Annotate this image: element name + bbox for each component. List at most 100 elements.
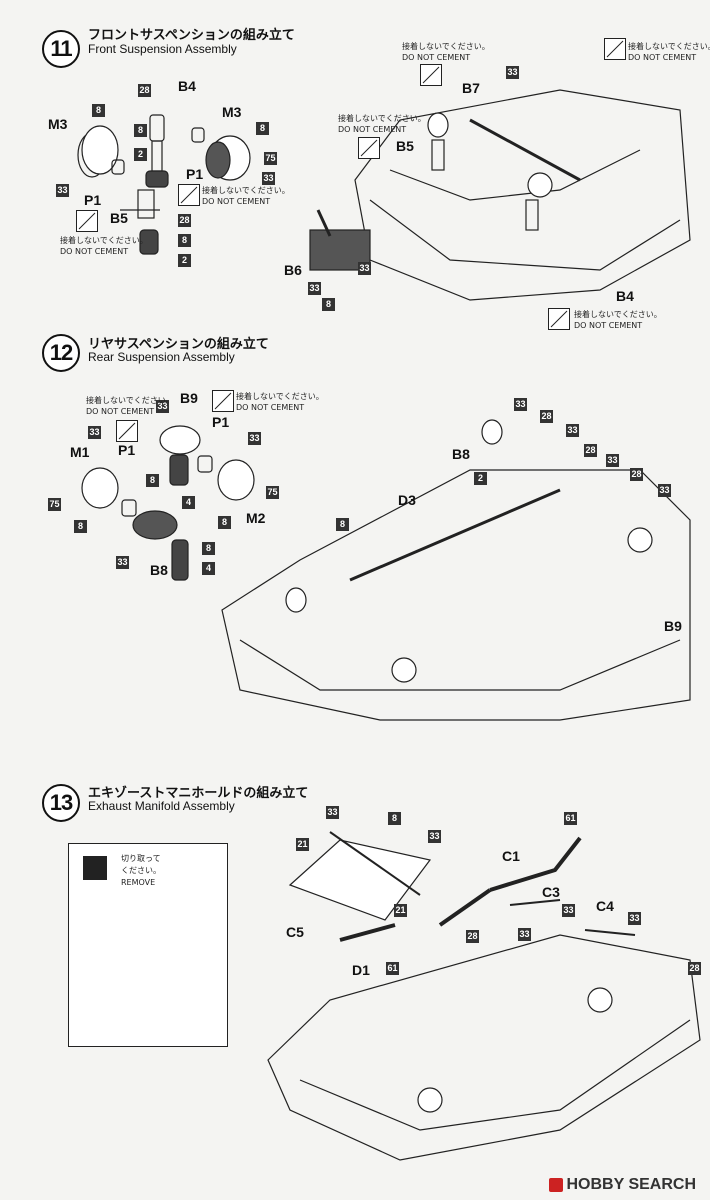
part-number-badge: 8 (322, 298, 335, 311)
engine-undercover-c5 (288, 839, 432, 921)
part-number-badge: 33 (562, 904, 575, 917)
part-label: B4 (616, 288, 634, 304)
no-glue-icon (178, 184, 200, 206)
note-en: DO NOT CEMENT (86, 407, 155, 416)
pin-p1 (191, 127, 205, 143)
part-label: C3 (542, 884, 560, 900)
part-number-badge: 4 (182, 496, 195, 509)
part-number-badge: 8 (388, 812, 401, 825)
part-label: B9 (664, 618, 682, 634)
no-glue-icon (604, 38, 626, 60)
note-en: DO NOT CEMENT (628, 53, 697, 62)
part-label: B5 (110, 210, 128, 226)
part-number-badge: 8 (336, 518, 349, 531)
part-number-badge: 33 (514, 398, 527, 411)
hobby-search-logo-icon (548, 1178, 563, 1192)
note-jp: 接着しないでください。 (402, 42, 490, 51)
part-label: M1 (70, 444, 90, 460)
no-glue-icon (116, 420, 138, 442)
part-label: C4 (596, 898, 614, 914)
note-en: DO NOT CEMENT (338, 125, 407, 134)
part-label: C1 (502, 848, 520, 864)
part-label: B5 (396, 138, 414, 154)
spring-b4 (145, 170, 169, 188)
step-title-jp: エキゾーストマニホールドの組み立て (88, 786, 309, 801)
note-jp: 接着しないでください。 (574, 310, 662, 319)
step-title-en: Front Suspension Assembly (88, 42, 237, 56)
no-glue-icon (358, 137, 380, 159)
part-number-badge: 33 (248, 432, 261, 445)
part-number-badge: 61 (386, 962, 399, 975)
step-title-en: Exhaust Manifold Assembly (88, 799, 235, 813)
part-label: B9 (180, 390, 198, 406)
part-label: B6 (284, 262, 302, 278)
step-number: 12 (42, 334, 80, 372)
part-number-badge: 2 (178, 254, 191, 267)
part-label: D3 (398, 492, 416, 508)
part-number-badge: 33 (628, 912, 641, 925)
exhaust-pipe-c1a (438, 888, 492, 927)
watermark-text: HOBBY SEARCH (566, 1176, 697, 1193)
part-number-badge: 28 (178, 214, 191, 227)
step-number: 13 (42, 784, 80, 822)
bracket-c3 (509, 899, 561, 906)
part-number-badge: 33 (262, 172, 275, 185)
no-glue-icon (212, 390, 234, 412)
part-number-badge: 8 (134, 124, 147, 137)
part-label: P1 (212, 414, 230, 430)
part-number-badge: 75 (266, 486, 279, 499)
part-number-badge: 33 (658, 484, 671, 497)
part-label: M2 (246, 510, 266, 526)
note-jp: 接着しないでください。 (628, 42, 710, 51)
part-number-badge: 33 (606, 454, 619, 467)
shock-mount-m1 (81, 467, 119, 509)
note-jp: 接着しないでください。 (86, 396, 174, 405)
part-number-badge: 28 (584, 444, 597, 457)
strut-b4-shaft (151, 140, 163, 172)
part-number-badge: 28 (630, 468, 643, 481)
part-label: B4 (178, 78, 196, 94)
part-number-badge: 33 (358, 262, 371, 275)
note-en: DO NOT CEMENT (402, 53, 471, 62)
no-glue-icon (548, 308, 570, 330)
part-number-badge: 33 (88, 426, 101, 439)
part-number-badge: 4 (202, 562, 215, 575)
step-number: 11 (42, 30, 80, 68)
remove-instruction-box: 切り取って ください。 REMOVE (68, 843, 228, 1047)
part-number-badge: 33 (518, 928, 531, 941)
strut-b5 (137, 189, 155, 219)
note-jp: 接着しないでください。 (338, 114, 426, 123)
note-jp: 接着しないでください。 (60, 236, 148, 245)
part-label: M3 (48, 116, 68, 132)
note-en: DO NOT CEMENT (574, 321, 643, 330)
note-jp: 接着しないでください。 (202, 186, 290, 195)
exhaust-pipe-c1b (489, 836, 582, 892)
remove-jp-1: 切り取って (121, 854, 161, 863)
part-label: B8 (452, 446, 470, 462)
part-number-badge: 2 (474, 472, 487, 485)
part-number-badge: 8 (218, 516, 231, 529)
note-en: DO NOT CEMENT (236, 403, 305, 412)
step-title-jp: フロントサスペンションの組み立て (88, 28, 295, 43)
chassis-under-body (267, 934, 701, 1161)
no-glue-icon (76, 210, 98, 232)
part-label: B8 (150, 562, 168, 578)
step-title-jp: リヤサスペンションの組み立て (88, 337, 269, 352)
part-label: M3 (222, 104, 242, 120)
part-number-badge: 33 (506, 66, 519, 79)
part-number-badge: 8 (74, 520, 87, 533)
note-en: DO NOT CEMENT (60, 247, 129, 256)
strut-b4-top (149, 114, 165, 142)
part-number-badge: 28 (688, 962, 701, 975)
part-number-badge: 8 (256, 122, 269, 135)
strut-brace-b7 (469, 118, 581, 182)
remove-en: REMOVE (121, 878, 156, 887)
bracket-c4 (584, 929, 636, 936)
part-number-badge: 8 (178, 234, 191, 247)
part-number-badge: 21 (296, 838, 309, 851)
part-number-badge: 33 (308, 282, 321, 295)
pin-p1-rear (121, 499, 137, 517)
no-glue-icon (420, 64, 442, 86)
part-number-badge: 8 (202, 542, 215, 555)
part-label: B7 (462, 80, 480, 96)
